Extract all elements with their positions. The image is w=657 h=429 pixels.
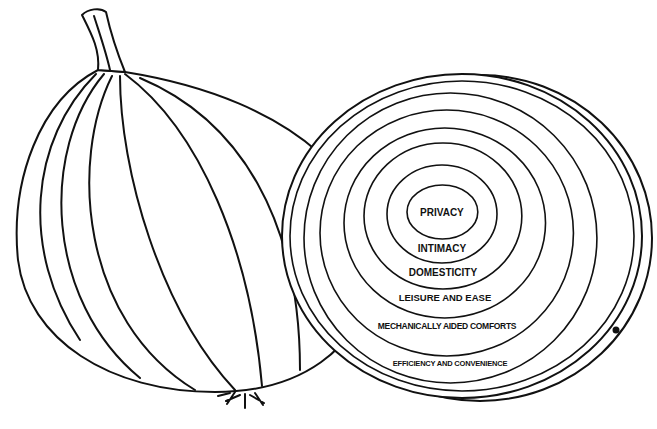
skin-ring bbox=[290, 81, 634, 391]
ring-outline bbox=[343, 127, 547, 319]
layer-label: PRIVACY bbox=[420, 207, 464, 218]
layer-label: EFFICIENCY AND CONVENIENCE bbox=[393, 360, 507, 368]
onion-neck bbox=[82, 9, 125, 72]
onion-ring: EFFICIENCY AND CONVENIENCE MECHANICALLY A… bbox=[303, 92, 598, 384]
layer-label: INTIMACY bbox=[418, 243, 466, 254]
onion-ring: INTIMACY PRIVACY bbox=[386, 164, 498, 264]
onion-stripe bbox=[120, 76, 235, 390]
layer-label: MECHANICALLY AIDED COMFORTS bbox=[378, 322, 516, 331]
cut-onion-face bbox=[282, 74, 642, 398]
neck-line bbox=[94, 16, 110, 70]
onion-stripe bbox=[89, 76, 195, 390]
ring-line bbox=[344, 128, 546, 318]
onion-ring: DOMESTICITY INTIMACY PRIVACY bbox=[363, 142, 523, 290]
ring-line bbox=[407, 185, 478, 239]
ring-line bbox=[304, 93, 597, 383]
ring-line bbox=[320, 110, 573, 356]
onion-ring: LEISURE AND EASE DOMESTICITY INTIMACY PRIVA… bbox=[343, 127, 547, 319]
root-dot bbox=[614, 328, 619, 333]
onion-stripe bbox=[140, 78, 300, 370]
onion-roots bbox=[218, 392, 264, 408]
onion-stripe bbox=[61, 74, 140, 378]
ring-outline bbox=[319, 109, 574, 357]
layer-label: LEISURE AND EASE bbox=[399, 293, 492, 303]
ring-line bbox=[387, 165, 497, 263]
layer-label: DOMESTICITY bbox=[409, 267, 477, 278]
onion-ring: MECHANICALLY AIDED COMFORTS LEISURE AND E… bbox=[319, 109, 574, 357]
onion-stripe bbox=[125, 74, 262, 386]
onion-stripe bbox=[40, 74, 96, 340]
ring-line bbox=[364, 143, 522, 289]
onion-ring: PRIVACY bbox=[406, 184, 479, 240]
